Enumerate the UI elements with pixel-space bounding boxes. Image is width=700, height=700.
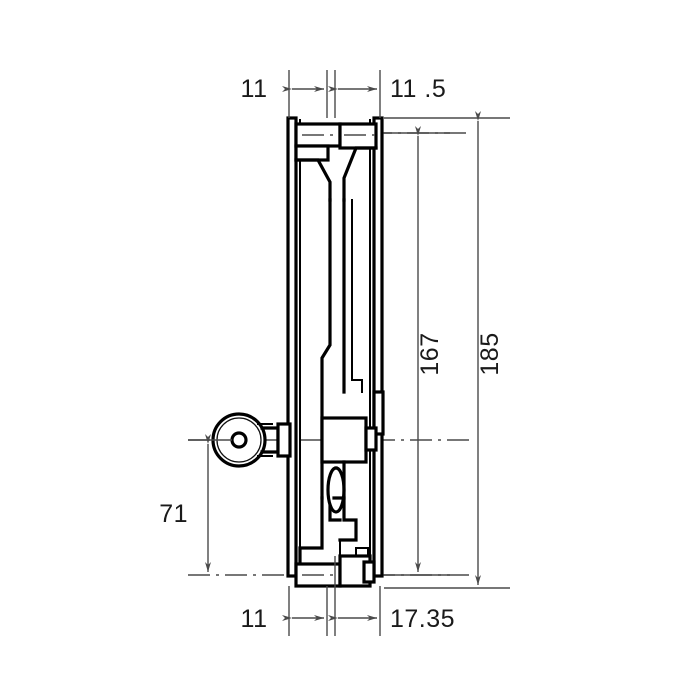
- dim-label-top-left: 11: [241, 75, 268, 103]
- left-faceplate-outline: [286, 116, 298, 578]
- top-left-fixing-detail: [294, 122, 342, 202]
- bottom-left-fixing-detail: [294, 562, 342, 588]
- dim-label-bottom-right: 17.35: [390, 605, 455, 633]
- lower-latch-detail: [298, 460, 369, 564]
- dimension-group-top: 11 11 .5: [241, 70, 446, 118]
- lock-body-geometry: [211, 116, 385, 588]
- dim-label-top-right: 11 .5: [390, 75, 446, 103]
- dim-label-71: 71: [159, 500, 188, 528]
- dim-label-185: 185: [476, 332, 504, 375]
- right-faceplate-outline: [372, 116, 384, 578]
- left-faceplate: [288, 118, 296, 576]
- top-right-fixing-detail: [338, 122, 380, 202]
- knob-cylinder-assembly: [211, 412, 378, 468]
- dim-label-bottom-left: 11: [241, 605, 268, 633]
- dim-label-167: 167: [416, 332, 444, 375]
- dimension-group-bottom: 11 17.35: [241, 556, 455, 636]
- dimension-group-left: 71: [159, 434, 232, 572]
- dimension-group-right: 167 185: [384, 111, 510, 589]
- right-plate-slot: [372, 390, 385, 436]
- bottom-right-fixing-detail: [338, 554, 376, 588]
- right-faceplate: [374, 118, 382, 576]
